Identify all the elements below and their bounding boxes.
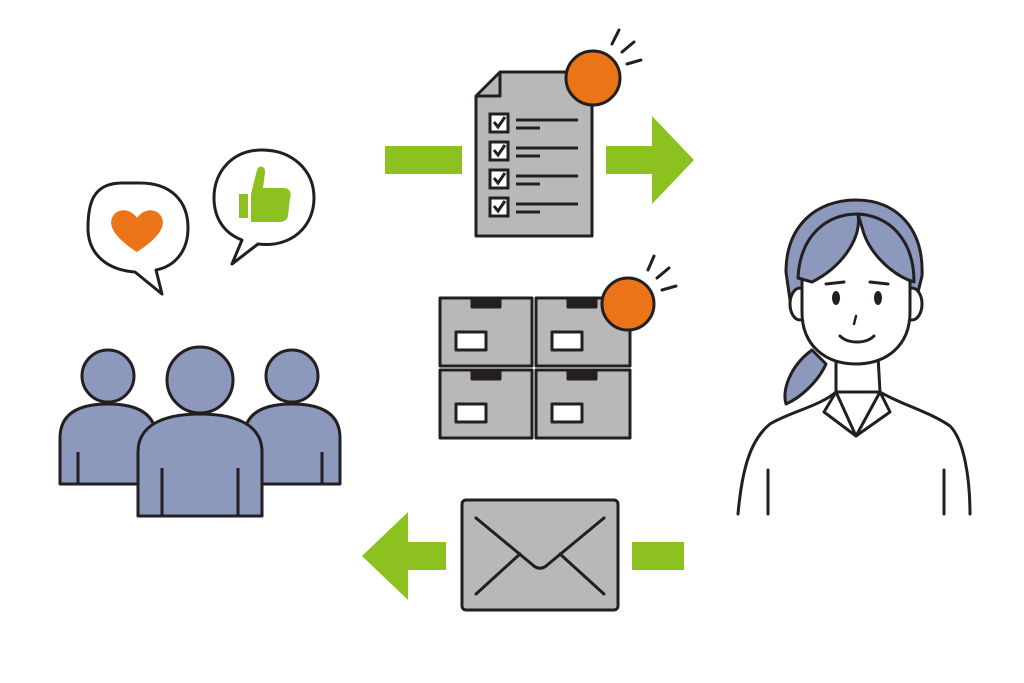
box [534,296,632,368]
thumbs-up-icon [239,166,291,222]
storage-boxes [438,254,678,440]
thumbs-up-speech-bubble [212,148,316,266]
checklist-row [488,168,578,190]
customers-group [58,345,342,518]
customer-right [242,348,342,486]
eye [874,291,882,305]
box [534,368,632,440]
arrow-to-operator [385,116,694,204]
box [438,296,534,368]
box [438,368,534,440]
checklist-row [488,112,578,134]
operator-woman [736,198,972,516]
checklist-row [488,196,578,218]
customer-center [136,345,264,518]
envelope [460,498,620,612]
notification-badge [600,254,678,332]
notification-badge [564,28,643,107]
checklist-rows [488,112,578,218]
arrow-to-customers [362,512,684,600]
eye [832,291,840,305]
ponytail [783,348,828,406]
checklist-document [474,28,643,238]
torso [736,390,972,516]
checklist-row [488,140,578,162]
customer-left [58,348,158,486]
heart-speech-bubble [86,181,190,296]
smile [838,334,876,344]
heart-icon [111,210,163,252]
